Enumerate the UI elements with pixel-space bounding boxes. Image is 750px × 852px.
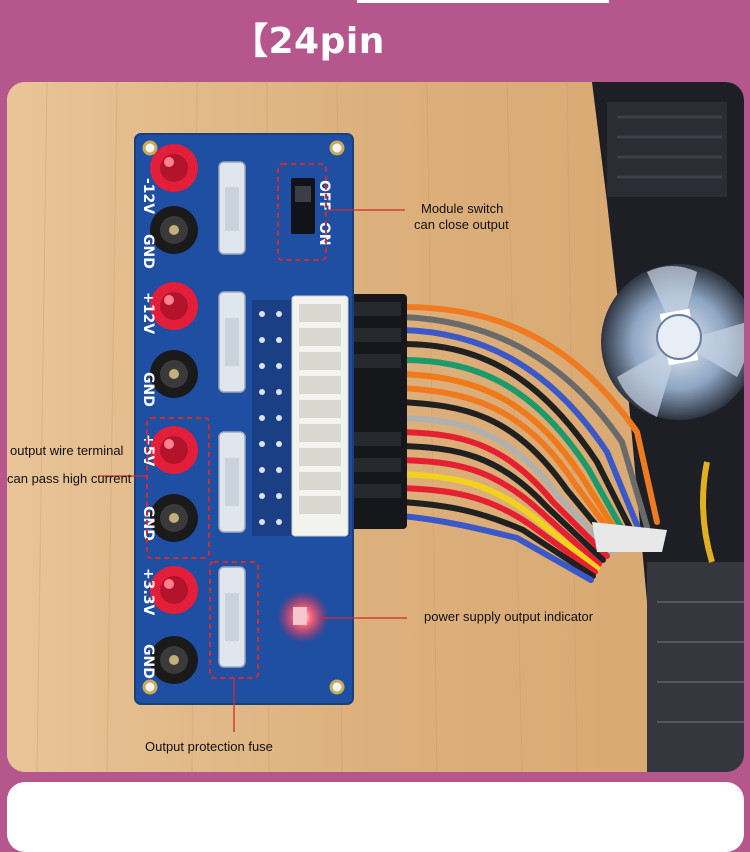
product-photo: -12V GND +12V GND +5V GND +3.3V GND OFF … (7, 82, 744, 772)
atx-cable-wires (399, 304, 660, 583)
label-gnd-2: GND (140, 372, 156, 407)
terminal-plus5v (150, 426, 198, 474)
terminal-gnd-3 (150, 494, 198, 542)
top-accent-strip (357, 0, 609, 3)
cable-tie (592, 522, 667, 552)
callout-module-switch-line2: can close output (414, 217, 509, 232)
page-title: 【24pin (232, 21, 385, 62)
bottom-white-card (7, 782, 744, 852)
label-switch-on: ON (316, 222, 332, 246)
terminal-plus3-3v (150, 566, 198, 614)
callout-module-switch-line1: Module switch (421, 201, 504, 216)
label-minus12v: -12V (140, 178, 156, 214)
terminal-plus12v (150, 282, 198, 330)
pcb-board (134, 133, 354, 705)
terminal-minus12v (150, 144, 198, 192)
callout-output-terminal-line1: output wire terminal (10, 443, 124, 458)
product-photo-illustration: -12V GND +12V GND +5V GND +3.3V GND OFF … (7, 82, 744, 772)
callout-fuse: Output protection fuse (145, 739, 273, 754)
label-plus12v: +12V (140, 292, 156, 334)
callout-indicator: power supply output indicator (424, 609, 594, 624)
label-plus3-3v: +3.3V (140, 568, 156, 616)
callout-lines (98, 209, 407, 732)
terminal-gnd-4 (150, 636, 198, 684)
terminal-gnd-2 (150, 350, 198, 398)
label-switch-off: OFF (316, 180, 332, 211)
label-gnd-1: GND (140, 234, 156, 269)
label-gnd-4: GND (140, 644, 156, 679)
computer-case (592, 82, 744, 772)
callout-output-terminal-line2: can pass high current (7, 471, 132, 486)
terminal-gnd-1 (150, 206, 198, 254)
